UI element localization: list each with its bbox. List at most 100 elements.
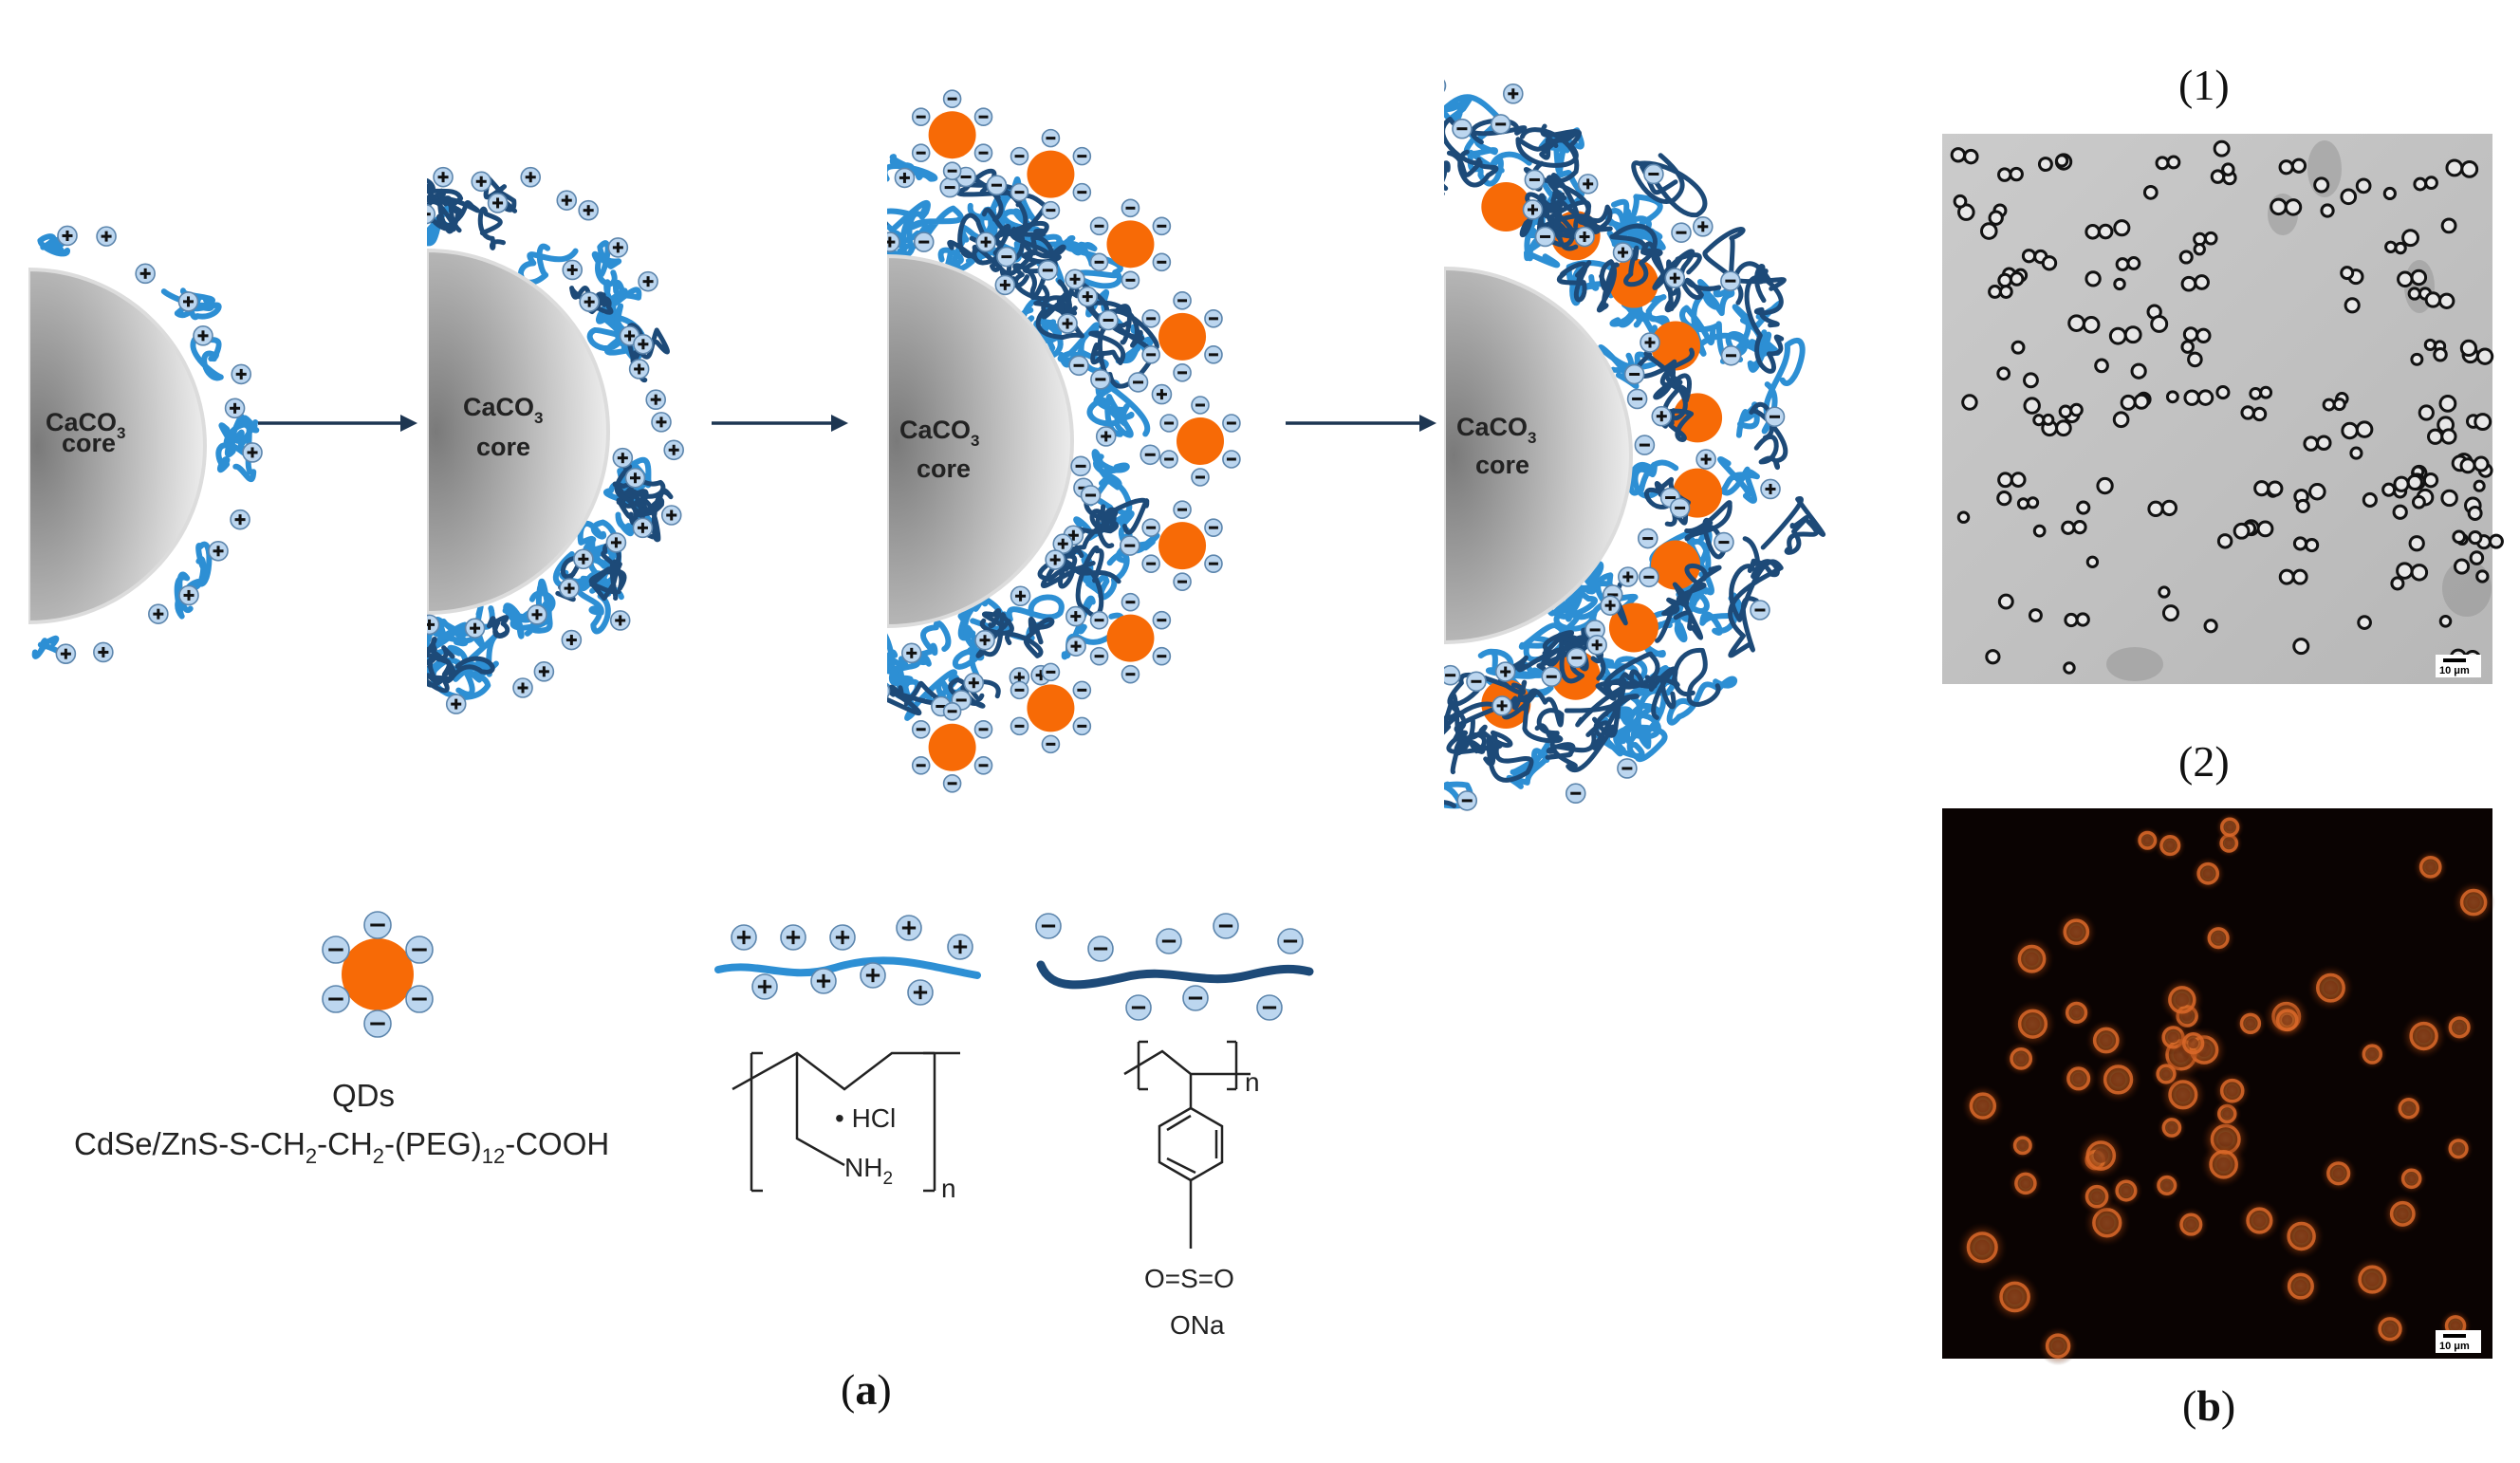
core-label-3: CaCO3 (899, 416, 979, 450)
capsule-fluorescent (2392, 1092, 2425, 1125)
capsule-brightfield (2320, 203, 2335, 218)
quantum-dot-icon (928, 111, 976, 159)
polymer-chain (1735, 401, 1760, 438)
polymer-chain (1596, 259, 1620, 313)
polymer-chain (1655, 582, 1704, 643)
capsule-brightfield (2357, 615, 2372, 630)
capsule-fluorescent (2085, 1019, 2127, 1062)
capsule-brightfield (2396, 562, 2429, 582)
minus-charge-icon (911, 755, 931, 775)
capsule-brightfield (2142, 185, 2159, 200)
capsule-fluorescent (2094, 1055, 2142, 1103)
caco3-core (427, 248, 610, 616)
plus-charge-icon (1640, 332, 1660, 353)
polymer-chain (1455, 724, 1513, 757)
capsule-fluorescent (2008, 1131, 2037, 1160)
minus-charge-icon (1490, 114, 1511, 135)
capsule-fluorescent (2079, 1178, 2116, 1215)
capsule-fluorescent (2413, 849, 2448, 885)
plus-charge-icon (1065, 636, 1086, 657)
capsule-brightfield (2440, 489, 2458, 508)
legend-qd: QDs CdSe/ZnS-S-CH2-CH2-(PEG)12-COOH (74, 911, 609, 1168)
capsule-brightfield (2292, 638, 2310, 656)
capsule-brightfield (2401, 229, 2419, 248)
minus-charge-icon (1714, 531, 1734, 553)
plus-charge-icon (751, 973, 778, 1000)
capsule-brightfield (2233, 522, 2251, 540)
capsule-fluorescent (2320, 1155, 2358, 1193)
capsule-brightfield (2384, 240, 2407, 255)
capsule-brightfield (2278, 157, 2307, 176)
capsule-brightfield (2393, 473, 2423, 492)
polymer-chain (1509, 635, 1580, 673)
capsule-brightfield (1996, 366, 2011, 381)
plus-charge-icon (860, 962, 886, 989)
polymer-chain (1575, 677, 1640, 750)
plus-charge-icon (624, 467, 646, 489)
capsule-fluorescent (2278, 1213, 2325, 1260)
plus-charge-icon (231, 363, 252, 385)
minus-charge-icon (1671, 222, 1692, 243)
plus-charge-icon (562, 259, 584, 281)
capsule-fluorescent (2076, 1131, 2125, 1180)
capsule-brightfield (2408, 535, 2425, 552)
polymer-chain (614, 458, 666, 526)
minus-charge-icon (942, 89, 962, 109)
capsule-brightfield (2041, 255, 2058, 271)
capsule-fluorescent (2009, 936, 2055, 982)
minus-charge-icon (1524, 169, 1546, 191)
capsule-brightfield (2155, 155, 2181, 171)
caco3-core (1444, 266, 1633, 645)
polymer-chain (1444, 692, 1467, 739)
polymer-chain (1444, 117, 1528, 166)
plus-charge-icon (894, 167, 916, 189)
capsule-brightfield (2390, 576, 2405, 591)
quantum-dot-icon (1481, 182, 1531, 232)
stage-1-pah-layer (28, 225, 263, 664)
capsule-fluorescent (2382, 1194, 2423, 1234)
polymer-chain (1061, 595, 1125, 660)
polymer-chain (477, 206, 506, 250)
capsule-fluorescent (2060, 1060, 2098, 1098)
capsule-fluorescent (2059, 995, 2094, 1030)
capsule-brightfield (2085, 223, 2114, 240)
polymer-chain (1546, 173, 1613, 232)
capsule-brightfield (2341, 420, 2374, 440)
minus-charge-icon (1534, 226, 1556, 248)
capsule-brightfield (2292, 536, 2320, 553)
capsule-brightfield (1950, 147, 1979, 165)
minus-charge-icon (1222, 450, 1241, 469)
polymer-chain (1749, 401, 1788, 471)
capsule-brightfield (2203, 619, 2218, 634)
minus-charge-icon (1072, 182, 1092, 202)
panel-label-a: (a) (841, 1365, 892, 1414)
capsule-brightfield (2085, 270, 2102, 287)
plus-charge-icon (433, 166, 454, 188)
quantum-dot-icon (1027, 150, 1075, 198)
capsule-brightfield (1997, 271, 2025, 288)
minus-charge-icon (1121, 592, 1140, 612)
polymer-chain (502, 607, 538, 639)
quantum-dot-icon (928, 723, 976, 771)
minus-charge-icon (1141, 518, 1160, 537)
plus-charge-icon (663, 439, 684, 461)
minus-charge-icon (1191, 396, 1210, 415)
plus-charge-icon (865, 657, 884, 676)
minus-charge-icon (973, 755, 993, 775)
minus-charge-icon (1120, 535, 1140, 556)
polymer-chain (427, 178, 435, 224)
capsule-fluorescent (2307, 964, 2355, 1011)
arrow-right-icon (258, 415, 417, 432)
capsule-brightfield (2147, 499, 2178, 518)
plus-charge-icon (393, 689, 412, 708)
minus-charge-icon (1204, 518, 1223, 537)
arrow-right-icon (712, 415, 848, 432)
polymer-chain (591, 240, 622, 287)
minus-charge-icon (1204, 345, 1223, 364)
polymer-chain (1506, 742, 1550, 789)
plus-charge-icon (994, 274, 1016, 296)
minus-charge-icon (1041, 200, 1061, 220)
polymer-chain (1385, 669, 1432, 697)
polymer-chain (909, 205, 964, 241)
